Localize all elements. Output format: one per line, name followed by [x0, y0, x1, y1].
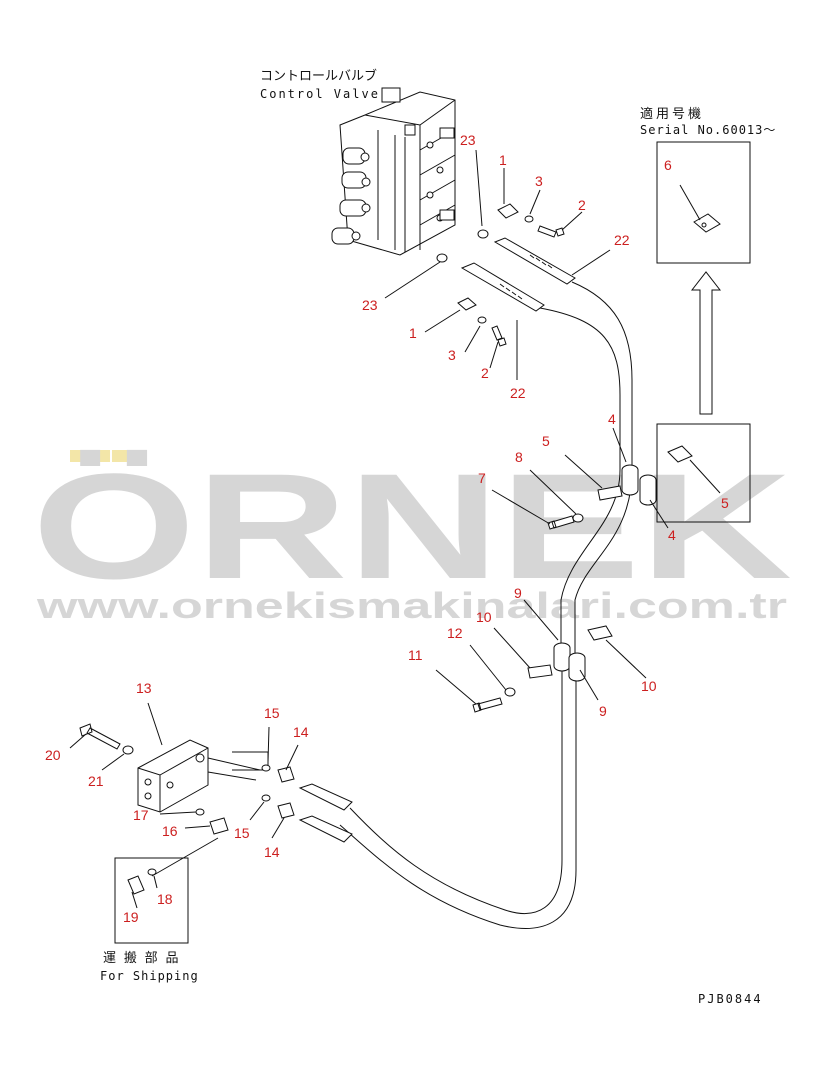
callout-3-upper: 3: [535, 173, 543, 189]
lower-block: [79, 723, 353, 895]
callout-7: 7: [478, 470, 486, 486]
callout-23-lower: 23: [362, 297, 378, 313]
callout-16: 16: [162, 823, 178, 839]
inset-clamp-old: [667, 445, 693, 463]
inset-clamp-new: [693, 213, 721, 233]
drawing-code: PJB0844: [698, 992, 763, 1006]
clamp-1-lower: [457, 297, 477, 311]
callout-15-upper: 15: [264, 705, 280, 721]
callout-22-lower: 22: [510, 385, 526, 401]
control-valve-jp-label: コントロールバルブ: [260, 68, 377, 84]
callout-23-upper: 23: [460, 132, 476, 148]
watermark: ÖRNEK www.ornekismakinalari.com.tr: [32, 442, 792, 626]
callouts: 23 1 3 2 22 23 1 3 2 22 6 4 5 8 7 4 5 9 …: [45, 132, 729, 925]
callout-15-lower: 15: [234, 825, 250, 841]
mid-clamp: [547, 464, 657, 530]
shipping-en-label: For Shipping: [100, 969, 199, 983]
callout-9-upper: 9: [514, 585, 522, 601]
callout-1-upper: 1: [499, 152, 507, 168]
callout-11: 11: [408, 647, 423, 663]
plug-23-upper: [477, 229, 489, 239]
washer-3-upper: [524, 215, 534, 223]
callout-1-lower: 1: [409, 325, 417, 341]
callout-6: 6: [664, 157, 672, 173]
control-valve-en-label: Control Valve: [260, 87, 380, 101]
washer-3-lower: [477, 316, 487, 324]
callout-5-inset: 5: [721, 495, 729, 511]
hose-end-22-lower: [460, 262, 545, 312]
leader-lines: [69, 149, 721, 909]
callout-18: 18: [157, 891, 173, 907]
inset-serial-box: [656, 141, 751, 264]
callout-5-left: 5: [542, 433, 550, 449]
callout-4-upper: 4: [608, 411, 616, 427]
upper-fittings: [436, 203, 576, 347]
callout-21: 21: [88, 773, 104, 789]
clamp-1-upper: [497, 203, 519, 219]
callout-14-lower: 14: [264, 844, 280, 860]
shipping-box: [114, 857, 189, 944]
callout-19: 19: [123, 909, 139, 925]
callout-2-upper: 2: [578, 197, 586, 213]
callout-14-upper: 14: [293, 724, 309, 740]
callout-17: 17: [133, 807, 149, 823]
hose-end-22-upper: [493, 237, 576, 285]
plug-23-lower: [436, 253, 448, 263]
bolt-2-upper: [537, 225, 565, 238]
shipping-jp-label: 運 搬 部 品: [103, 951, 178, 966]
inset-old-box: [656, 423, 751, 523]
callout-4-lower: 4: [668, 527, 676, 543]
serial-jp-label: 適用号機: [640, 106, 704, 122]
callout-9-lower: 9: [599, 703, 607, 719]
callout-20: 20: [45, 747, 61, 763]
upgrade-arrow: [690, 271, 722, 415]
serial-en-label: Serial No.60013〜: [640, 123, 776, 137]
callout-13: 13: [136, 680, 152, 696]
watermark-url: www.ornekismakinalari.com.tr: [36, 585, 787, 626]
callout-3-lower: 3: [448, 347, 456, 363]
watermark-accent-right: [112, 450, 142, 462]
watermark-accent-left: [70, 450, 110, 462]
hoses: [339, 281, 633, 929]
callout-10-left: 10: [476, 609, 492, 625]
watermark-brand: ÖRNEK: [32, 442, 792, 610]
callout-10-right: 10: [641, 678, 657, 694]
control-valve: [331, 87, 456, 256]
callout-12: 12: [447, 625, 463, 641]
callout-22-upper: 22: [614, 232, 630, 248]
bolt-2-lower: [491, 325, 507, 347]
lower-clamp: [472, 625, 613, 713]
callout-8: 8: [515, 449, 523, 465]
callout-2-lower: 2: [481, 365, 489, 381]
